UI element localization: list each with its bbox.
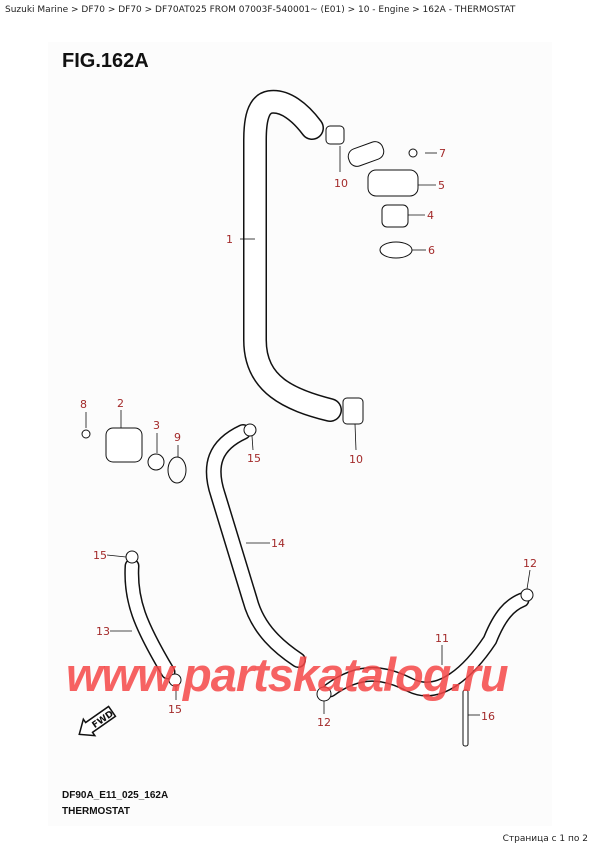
callout-10[interactable]: 10 xyxy=(334,177,348,190)
housing-2 xyxy=(105,427,143,463)
clamp-10b xyxy=(342,397,364,425)
hose-1 xyxy=(243,89,342,422)
thermostat xyxy=(381,204,409,228)
callout-16[interactable]: 16 xyxy=(481,710,495,723)
callout-2[interactable]: 2 xyxy=(117,397,124,410)
clamp-15b xyxy=(125,550,139,564)
oring-9 xyxy=(167,456,187,484)
callout-8[interactable]: 8 xyxy=(80,398,87,411)
clamp-10a xyxy=(325,125,345,145)
callout-3[interactable]: 3 xyxy=(153,419,160,432)
figure-name: THERMOSTAT xyxy=(62,806,130,817)
callout-15[interactable]: 15 xyxy=(168,703,182,716)
hose-14 xyxy=(205,424,306,668)
callout-9[interactable]: 9 xyxy=(174,431,181,444)
callout-11[interactable]: 11 xyxy=(435,632,449,645)
callout-4[interactable]: 4 xyxy=(427,209,434,222)
callout-6[interactable]: 6 xyxy=(428,244,435,257)
callout-5[interactable]: 5 xyxy=(438,179,445,192)
callout-15[interactable]: 15 xyxy=(247,452,261,465)
clamp-15c xyxy=(168,673,182,687)
callout-13[interactable]: 13 xyxy=(96,625,110,638)
callout-12[interactable]: 12 xyxy=(317,716,331,729)
callout-15[interactable]: 15 xyxy=(93,549,107,562)
hose-13 xyxy=(124,558,176,680)
watermark: www.partskatalog.ru xyxy=(66,648,509,701)
figure-code: DF90A_E11_025_162A xyxy=(62,790,169,801)
callout-7[interactable]: 7 xyxy=(439,147,446,160)
callout-14[interactable]: 14 xyxy=(271,537,285,550)
bolt-7 xyxy=(408,148,418,158)
thermostat-3 xyxy=(147,453,165,471)
clamp-15a xyxy=(243,423,257,437)
callout-1[interactable]: 1 xyxy=(226,233,233,246)
cable-tie-16 xyxy=(462,689,469,747)
figure-title: FIG.162A xyxy=(62,50,149,72)
callout-12[interactable]: 12 xyxy=(523,557,537,570)
cover-pipe xyxy=(347,141,385,167)
hose-11 xyxy=(322,592,530,698)
breadcrumb[interactable]: Suzuki Marine > DF70 > DF70 > DF70AT025 … xyxy=(5,5,516,15)
gasket xyxy=(379,241,413,259)
fwd-arrow-icon: FWD xyxy=(78,705,117,737)
callout-10[interactable]: 10 xyxy=(349,453,363,466)
page-indicator: Страница с 1 по 2 xyxy=(502,834,588,844)
thermostat-cover xyxy=(367,169,419,197)
clamp-12a xyxy=(520,588,534,602)
bolt-8 xyxy=(81,429,91,439)
